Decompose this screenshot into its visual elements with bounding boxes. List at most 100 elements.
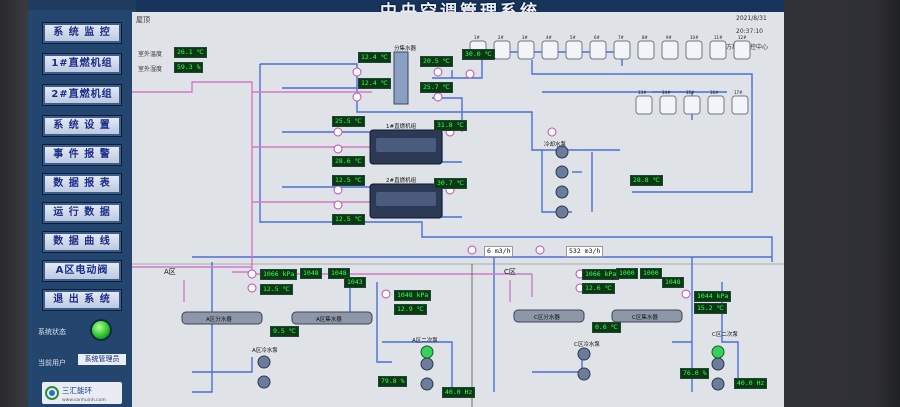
svg-text:2#直燃机组: 2#直燃机组 xyxy=(386,176,417,184)
reading-mix-bot: 25.7 ℃ xyxy=(420,82,453,93)
reading-c-mid-1: 1000 xyxy=(616,268,638,279)
nav-unit-1[interactable]: 1#直燃机组 xyxy=(42,53,122,75)
svg-text:6#: 6# xyxy=(594,35,601,40)
svg-text:C区分水器: C区分水器 xyxy=(534,313,560,321)
chiller-unit-2 xyxy=(369,183,443,219)
nav-data-curve[interactable]: 数 据 曲 线 xyxy=(42,231,122,253)
svg-text:A区集水器: A区集水器 xyxy=(316,315,342,323)
svg-text:4#: 4# xyxy=(546,35,553,40)
reading-flow-2: 532 m3/h xyxy=(566,246,604,257)
sensor-gauges xyxy=(247,67,691,299)
pipe-network: 1#2#3#4#5#6#7#8#9#10#11#12# 13#14#15#16#… xyxy=(132,35,784,407)
svg-text:15#: 15# xyxy=(686,90,695,95)
reading-c-press-1: 1066 kPa xyxy=(582,269,620,280)
reading-cooling-pump-temp: 28.8 ℃ xyxy=(630,175,663,186)
outdoor-humid-label: 室外湿度 xyxy=(138,66,163,73)
reading-a-temp-1: 12.5 ℃ xyxy=(260,284,293,295)
nav-exit-system[interactable]: 退 出 系 统 xyxy=(42,289,122,311)
svg-text:9#: 9# xyxy=(666,35,673,40)
title-bar xyxy=(136,0,784,12)
hot-water-pipes xyxy=(132,81,533,302)
svg-text:C区二次泵: C区二次泵 xyxy=(712,330,738,338)
nav-run-data[interactable]: 运 行 数 据 xyxy=(42,202,122,224)
reading-c-temp-1: 12.6 ℃ xyxy=(582,283,615,294)
system-status-label: 系统状态 xyxy=(38,328,66,336)
reading-a-press-2: 1048 kPa xyxy=(394,290,432,301)
svg-text:10#: 10# xyxy=(690,35,699,40)
reading-a-temp-3: 12.9 ℃ xyxy=(394,304,427,315)
reading-a-mid-3: 1043 xyxy=(344,277,366,288)
nav-event-alarms[interactable]: 事 件 报 警 xyxy=(42,144,122,166)
reading-tower-in: 30.0 ℃ xyxy=(462,49,495,60)
svg-text:2#: 2# xyxy=(498,35,505,40)
time-display: 20:37:10 xyxy=(736,28,763,35)
svg-text:A区: A区 xyxy=(164,268,176,276)
reading-u2-out: 30.7 ℃ xyxy=(434,178,467,189)
current-user-label: 当前用户 xyxy=(38,359,66,367)
svg-text:5#: 5# xyxy=(570,35,577,40)
reading-a-mid-1: 1048 xyxy=(300,268,322,279)
roof-label: 屋顶 xyxy=(136,16,150,24)
reading-a-freq: 40.0 Hz xyxy=(442,387,476,398)
company-logo: 三汇能环 www.sanhuinh.com xyxy=(42,382,122,404)
cooling-towers-bottom xyxy=(635,95,749,115)
svg-text:A区分水器: A区分水器 xyxy=(206,315,232,323)
reading-a-press-1: 1066 kPa xyxy=(260,269,298,280)
reading-u1-low: 28.6 ℃ xyxy=(332,156,365,167)
sidebar: 系 统 监 控 1#直燃机组 2#直燃机组 系 统 设 置 事 件 报 警 数 … xyxy=(28,10,136,407)
reading-cw-in: 12.4 ℃ xyxy=(358,52,391,63)
reading-a-valve: 79.8 % xyxy=(378,376,408,387)
outdoor-temp-label: 室外温度 xyxy=(138,51,163,58)
svg-text:16#: 16# xyxy=(710,90,719,95)
outdoor-humid-value: 59.3 % xyxy=(174,62,204,73)
reading-u1-out: 31.8 ℃ xyxy=(434,120,467,131)
nav-system-monitor[interactable]: 系 统 监 控 xyxy=(42,22,122,44)
svg-text:8#: 8# xyxy=(642,35,649,40)
nav-zone-a-valve[interactable]: A区电动阀 xyxy=(42,260,122,282)
zone-pumps xyxy=(257,347,725,391)
reading-a-mid-2: 1048 xyxy=(328,268,350,279)
reading-u2-in: 12.5 ℃ xyxy=(332,175,365,186)
system-status-indicator xyxy=(90,319,112,341)
chiller-unit-1 xyxy=(369,129,443,165)
reading-flow-1: 6 m3/h xyxy=(484,246,514,257)
outdoor-temp-value: 26.1 ℃ xyxy=(174,47,207,58)
svg-text:C区冷水泵: C区冷水泵 xyxy=(574,340,600,348)
cooling-towers-top xyxy=(469,40,751,60)
water-distributor xyxy=(393,51,409,105)
logo-name: 三汇能环 xyxy=(62,385,92,395)
nav-system-settings[interactable]: 系 统 设 置 xyxy=(42,115,122,137)
date-display: 2021/8/31 xyxy=(736,15,767,22)
svg-text:12#: 12# xyxy=(738,35,747,40)
cooling-water-pumps xyxy=(555,145,569,219)
svg-text:C区集水器: C区集水器 xyxy=(632,313,658,321)
nav-unit-2[interactable]: 2#直燃机组 xyxy=(42,84,122,106)
zone-c-separators xyxy=(513,309,683,323)
reading-c-mid-2: 1000 xyxy=(640,268,662,279)
svg-text:分集水器: 分集水器 xyxy=(394,44,417,52)
reading-c-freq: 40.0 Hz xyxy=(734,378,768,389)
svg-text:13#: 13# xyxy=(638,90,647,95)
zone-a-secondary-pump-running xyxy=(420,345,434,359)
equipment-labels: 1#直燃机组 2#直燃机组 冷却水泵 分集水器 A区 C区 A区分水器 A区集水… xyxy=(164,44,738,354)
svg-text:冷却水泵: 冷却水泵 xyxy=(544,140,567,148)
zone-c-secondary-pump-running xyxy=(711,345,725,359)
svg-text:7#: 7# xyxy=(618,35,625,40)
svg-text:3#: 3# xyxy=(522,35,529,40)
reading-a-temp-2: 9.5 ℃ xyxy=(270,326,299,337)
nav-data-report[interactable]: 数 据 报 表 xyxy=(42,173,122,195)
current-user-value: 系统管理员 xyxy=(78,354,126,365)
logo-url: www.sanhuinh.com xyxy=(62,397,106,403)
process-diagram: 屋顶 2021/8/31 20:37:10 东方勘城监控中心 室外温度 26.1… xyxy=(132,12,784,407)
svg-text:1#: 1# xyxy=(474,35,481,40)
svg-text:C区: C区 xyxy=(504,268,516,276)
reading-c-press-2: 1044 kPa xyxy=(694,291,732,302)
svg-text:A区二次泵: A区二次泵 xyxy=(412,336,438,344)
svg-text:14#: 14# xyxy=(662,90,671,95)
reading-cw-out: 12.4 ℃ xyxy=(358,78,391,89)
reading-c-temp-3: 15.2 ℃ xyxy=(694,303,727,314)
reading-u1-in: 25.5 ℃ xyxy=(332,116,365,127)
reading-c-temp-2: 0.6 ℃ xyxy=(592,322,621,333)
tower-labels: 1#2#3#4#5#6#7#8#9#10#11#12# 13#14#15#16#… xyxy=(474,35,747,95)
logo-graphic: 三汇能环 www.sanhuinh.com xyxy=(45,385,106,403)
